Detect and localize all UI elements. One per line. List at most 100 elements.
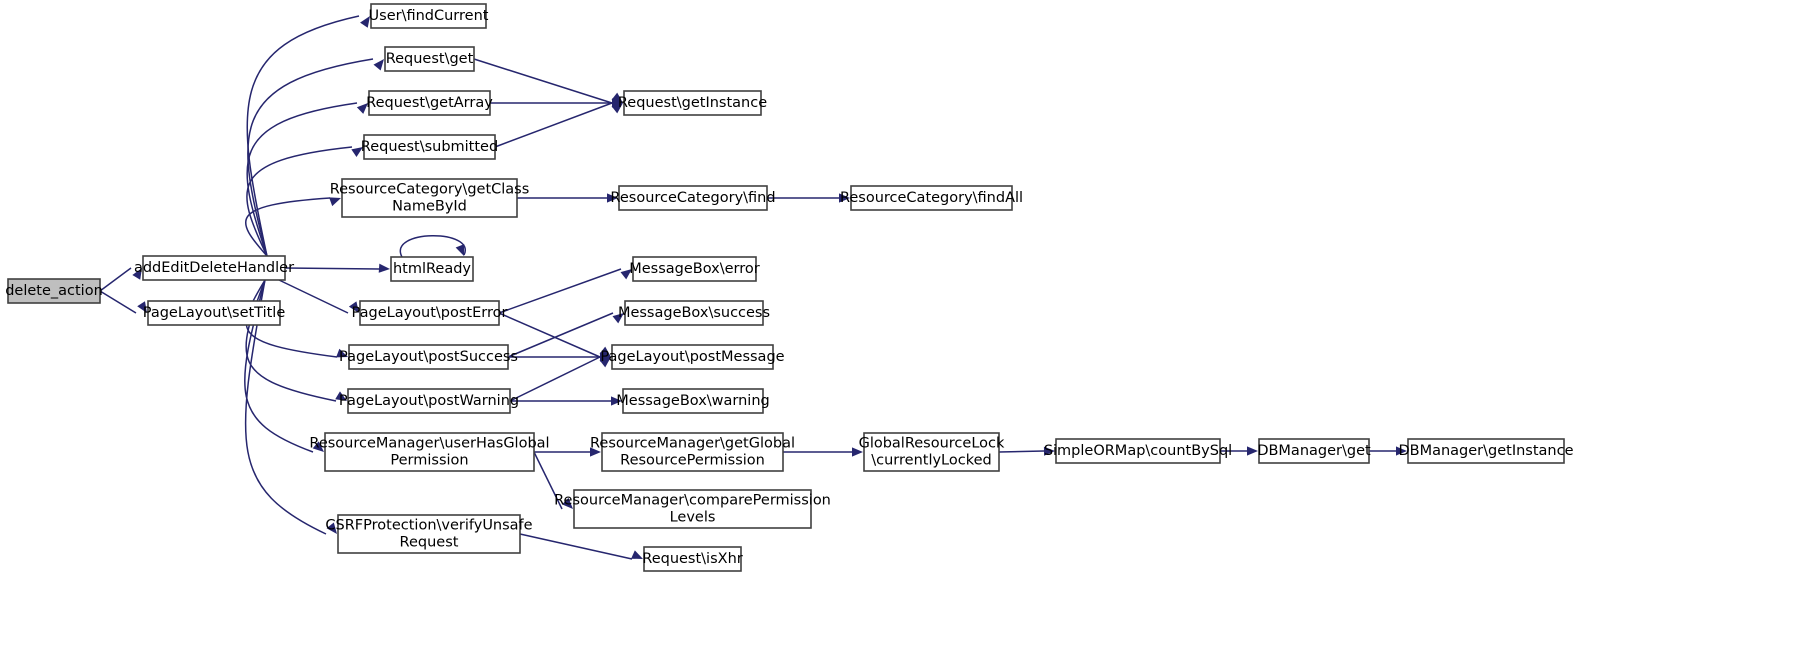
node-Request_isXhr[interactable]: Request\isXhr [642,546,743,572]
node-label: Request\submitted [361,139,498,155]
node-htmlReady[interactable]: htmlReady [390,256,474,282]
node-label: GlobalResourceLock [859,436,1005,452]
edge-arrowhead [373,59,384,71]
edge-arrowhead [599,357,611,368]
node-Request_submitted[interactable]: Request\submitted [361,134,498,160]
edge-arrowhead [356,103,368,114]
node-box [368,90,491,116]
node-box [643,546,742,572]
node-RC_findAll[interactable]: ResourceCategory\findAll [840,185,1023,211]
edge-arrowhead [562,497,573,509]
node-box [147,300,281,326]
node-label: Request\getInstance [618,95,767,111]
node-label: ResourceManager\comparePermission [554,493,831,509]
node-User_findCurrent[interactable]: User\findCurrent [369,3,489,29]
node-box [622,388,764,414]
node-label: \currentlyLocked [871,453,991,469]
edge-arrowhead [336,348,348,358]
node-label: Request\get [386,51,474,67]
edge-line [533,451,563,510]
node-Request_get[interactable]: Request\get [384,46,475,72]
edge-arrowhead [1396,446,1407,456]
node-SimpleORMap_countBySql[interactable]: SimpleORMap\countBySql [1044,438,1232,464]
node-RM_getGlobalResourcePermission[interactable]: ResourceManager\getGlobalResourcePermiss… [590,432,795,472]
edge-arrowhead [132,268,142,280]
edge-arrowhead [590,447,601,457]
edge-straight [284,267,380,270]
edge-arrowhead [329,197,341,207]
node-box [359,300,500,326]
node-PageLayout_setTitle[interactable]: PageLayout\setTitle [143,300,286,326]
node-GlobalResourceLock_currentlyLocked[interactable]: GlobalResourceLock\currentlyLocked [859,432,1005,472]
node-PageLayout_postWarning[interactable]: PageLayout\postWarning [339,388,519,414]
node-box [611,344,774,370]
edge-arrowhead [360,16,370,28]
edge-arrowhead [839,193,850,203]
edge-arrowhead [612,313,624,324]
node-label: Request [400,535,459,551]
node-DBManager_getInstance[interactable]: DBManager\getInstance [1398,438,1574,464]
node-PageLayout_postError[interactable]: PageLayout\postError [352,300,508,326]
edge-fan-up [244,197,331,257]
node-box [370,3,487,29]
edge-fan-down [245,279,338,358]
node-label: htmlReady [393,261,471,277]
node-label: PageLayout\setTitle [143,305,286,321]
node-label: MessageBox\success [618,305,770,321]
node-label: Request\isXhr [642,551,742,567]
node-PageLayout_postSuccess[interactable]: PageLayout\postSuccess [339,344,518,370]
node-label: MessageBox\error [629,261,760,277]
edge-line [509,356,601,402]
node-MessageBox_warning[interactable]: MessageBox\warning [616,388,770,414]
node-delete_action[interactable]: delete_action [5,278,103,304]
edge-arrowhead [620,269,632,280]
node-box [348,344,509,370]
node-addEditDeleteHandler[interactable]: addEditDeleteHandler [134,255,294,281]
edge-root [99,267,132,292]
node-MessageBox_error[interactable]: MessageBox\error [629,256,760,282]
node-box [347,388,511,414]
node-label: ResourceCategory\findAll [840,190,1023,206]
edge-fan-up [247,58,374,257]
node-box [1258,438,1370,464]
node-box [390,256,474,282]
edge-line [498,312,601,358]
node-DBManager_get[interactable]: DBManager\get [1257,438,1371,464]
edge-arrowhead [1043,446,1055,456]
node-label: ResourcePermission [620,453,765,469]
edge-self-loop [399,235,466,258]
node-box [850,185,1013,211]
node-Request_getArray[interactable]: Request\getArray [366,90,493,116]
node-label: SimpleORMap\countBySql [1044,443,1232,459]
node-box [341,178,518,218]
node-RC_find[interactable]: ResourceCategory\find [610,185,776,211]
node-box [337,514,521,554]
edge-fan-down [244,279,327,535]
node-box [624,300,764,326]
edge-arrowhead [378,263,390,273]
node-label: CSRFProtection\verifyUnsafe [325,518,532,534]
node-Request_getInstance[interactable]: Request\getInstance [618,90,767,116]
node-box [863,432,1000,472]
edge-arrowhead [607,193,618,203]
node-label: MessageBox\warning [616,393,769,409]
edge-arrowhead [335,391,347,401]
node-label: Request\getArray [366,95,493,111]
edge-fan-up [246,102,358,257]
node-label: PageLayout\postSuccess [339,349,518,365]
node-label: DBManager\getInstance [1398,443,1573,459]
node-box [363,134,496,160]
node-PageLayout_postMessage[interactable]: PageLayout\postMessage [600,344,785,370]
edge-arrowhead [631,550,643,559]
edge-arrowhead [351,147,363,157]
node-label: PageLayout\postError [352,305,508,321]
node-MessageBox_success[interactable]: MessageBox\success [618,300,770,326]
node-label: Permission [390,453,468,469]
edge-line [494,102,613,148]
